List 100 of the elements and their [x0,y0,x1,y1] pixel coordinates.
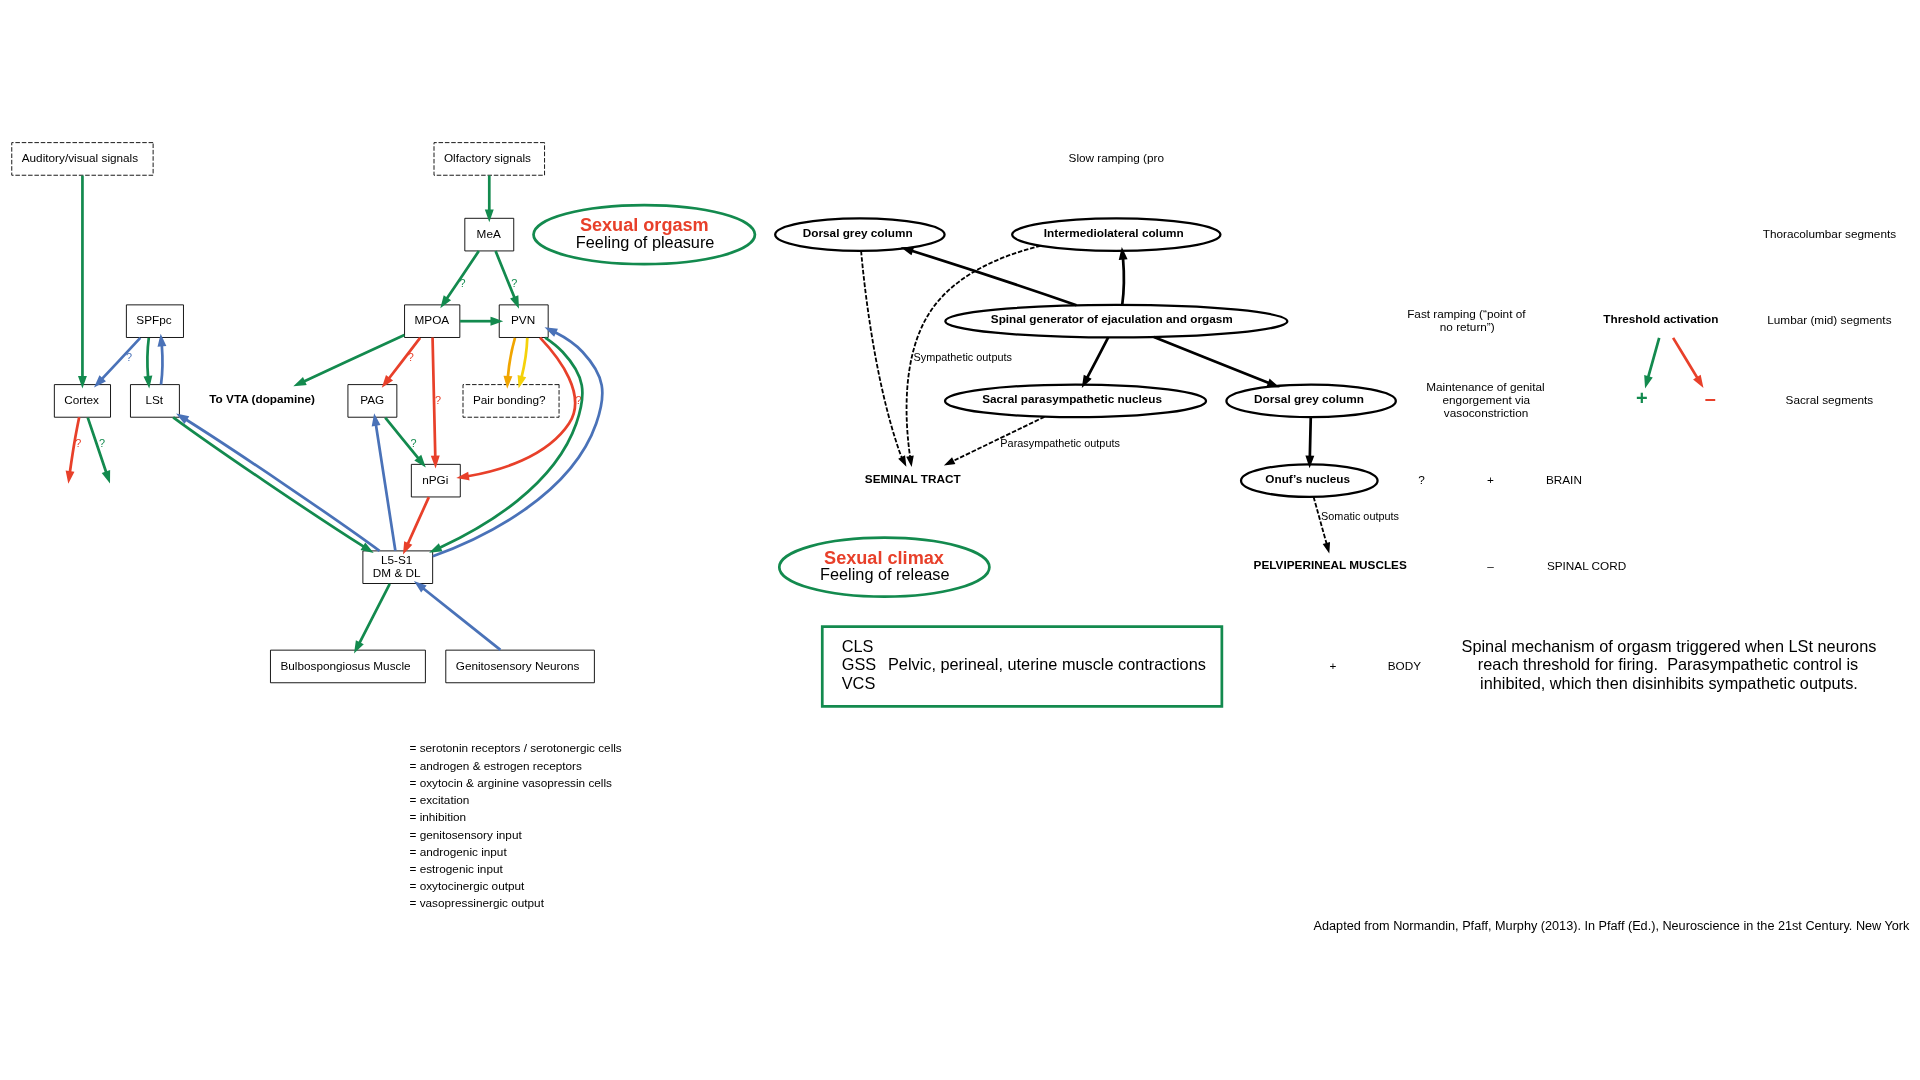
label: Lumbar (mid) segments [1767,313,1892,327]
legend-label: = androgen & estrogen receptors [409,758,582,772]
node-box: Cortex [53,384,111,418]
label: – [1487,559,1494,573]
arrow [65,417,81,484]
node-box: LSt [130,384,180,418]
node-ellipse: Sexual orgasm Feeling of pleasure [532,203,757,266]
arrow [384,416,426,468]
arrow [503,337,517,389]
node-ellipse: Spinal generator of ejaculation and orgasm [944,303,1289,339]
arrow [460,316,504,326]
node-text: PELVIPERINEAL MUSCLES [1253,558,1407,572]
label: Thoracolumbar segments [1762,226,1897,240]
node-ellipse: Intermediolateral column [1011,217,1222,253]
arrow [943,415,1046,466]
arrow [429,336,584,553]
label: Spinal mechanism of orgasm triggered when LSt neurons reach threshold for firing. Parasympathetic control is inhibited, which then disinhibits sympathetic outputs. [1461,637,1877,692]
node-box: Auditory/visual signals [11,142,154,176]
arrow [440,250,480,309]
legend-label: = vasopressinergic output [409,896,544,910]
legend-label: = inhibition [409,810,467,824]
label: + [1329,658,1337,672]
edge-label: Parasympathetic outputs [1000,436,1120,449]
node-ellipse: Onuf’s nucleus [1239,463,1379,499]
node-box: SPFpc [125,304,184,338]
node-text: To VTA (dopamine) [209,392,315,406]
node-box: MeA [464,217,515,252]
edge-label: ? [126,350,133,363]
node-box: L5-S1 DM & DL [362,550,434,584]
arrow [1081,336,1110,389]
label: BODY [1387,658,1422,672]
label: BRAIN [1545,472,1582,486]
arrow [1118,246,1128,305]
node-ellipse: Dorsal grey column [1225,383,1397,419]
node-box: Pair bonding? [462,384,560,418]
node-box: MPOA [404,304,461,338]
arrow [371,413,397,551]
node-box: PVN [498,304,549,338]
node-text: – [1704,387,1716,410]
edge-label: ? [575,393,582,406]
legend-label: = oxytocin & arginine vasopressin cells [409,775,612,789]
edge-label: ? [98,436,105,449]
arrow [78,175,87,389]
arrow [860,250,907,467]
arrow [1153,335,1280,388]
node-text: + [1635,387,1648,410]
edge-label: Somatic outputs [1321,510,1399,523]
edge-label: ? [511,277,518,290]
arrow [94,336,142,388]
arrow [143,337,153,389]
node-box: nPGi [410,463,461,498]
arrow [900,246,1077,307]
arrow [456,336,577,481]
arrow [293,333,405,387]
arrow [157,333,167,385]
label: Fast ramping (“point of no return”) [1407,306,1526,333]
arrow [494,250,519,309]
edge-label: ? [435,393,442,406]
arrow [905,244,1042,467]
label: + [1487,472,1494,486]
arrow [1671,337,1704,389]
legend-label: = androgenic input [409,844,507,858]
caption: Adapted from Normandin, Pfaff, Murphy (2013). In Pfaff (Ed.), Neuroscience in the 21st Century. New York [1313,919,1910,934]
node-box: CLS GSS VCS Pelvic, perineal, uterine muscle contractions [820,625,1224,708]
node-ellipse: Sacral parasympathetic nucleus [943,383,1208,419]
edge-label: ? [75,436,82,449]
edge-label: ? [459,277,466,290]
arrow [432,327,604,558]
legend-label: = estrogenic input [409,861,503,875]
legend-label: = excitation [409,793,470,807]
arrow [1305,417,1315,469]
label: Maintenance of genital engorgement via vasoconstriction [1426,380,1545,419]
arrow [413,581,502,651]
arrow [430,337,440,469]
arrow [86,417,111,484]
node-ellipse: Sexual climax Feeling of release [777,536,991,599]
arrow [517,337,529,389]
legend-label: = serotonin receptors / serotonergic cells [409,741,622,755]
edge-label: Sympathetic outputs [913,350,1012,363]
label: Sacral segments [1785,393,1874,406]
node-box: Bulbospongiosus Muscle [270,649,426,684]
node-ellipse: Dorsal grey column [774,217,946,253]
arrow [1644,337,1661,389]
node-box: Olfactory signals [433,142,545,176]
label: SPINAL CORD [1546,559,1627,573]
legend-label: = oxytocinergic output [409,879,525,893]
node-text: SEMINAL TRACT [864,471,961,485]
arrow [354,583,391,654]
arrow [403,496,431,555]
node-text: Threshold activation [1603,312,1719,326]
label: Slow ramping (pro [1068,151,1165,165]
arrow [381,337,422,388]
label: ? [1418,472,1425,486]
legend-label: = genitosensory input [409,827,522,841]
arrow [484,175,494,223]
node-box: PAG [347,384,398,418]
node-box: Genitosensory Neurons [445,649,595,684]
edge-label: ? [407,350,414,363]
arrow [1312,496,1331,554]
edge-label: ? [410,436,417,449]
